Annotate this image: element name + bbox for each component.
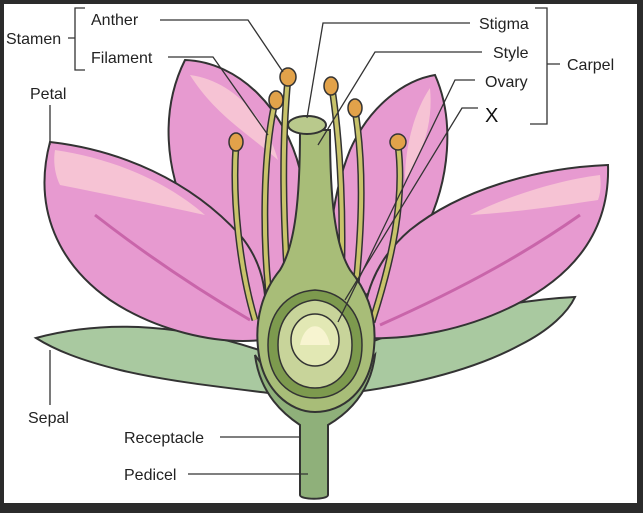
sepals [33, 295, 577, 397]
label-filament: Filament [91, 50, 153, 67]
label-style: Style [493, 45, 529, 62]
x-line [344, 107, 478, 301]
label-x: X [485, 105, 498, 127]
petal-back-left-highlight [190, 75, 278, 160]
petal-back-right-highlight [405, 88, 431, 180]
leader-lines [49, 7, 560, 475]
petal-right-shade [379, 213, 581, 327]
label-ovary: Ovary [485, 74, 528, 91]
style-line [317, 51, 482, 146]
label-stigma: Stigma [479, 16, 529, 33]
anther-3 [279, 67, 297, 87]
stamen-bracket [68, 7, 85, 71]
label-petal: Petal [30, 86, 66, 103]
label-anther: Anther [91, 12, 139, 29]
carpel-bracket [530, 7, 560, 125]
label-sepal: Sepal [28, 410, 69, 427]
stigma-line [306, 22, 470, 119]
petals-front [43, 140, 610, 342]
ovary-line [337, 79, 475, 323]
label-receptacle: Receptacle [124, 430, 204, 447]
stigma [287, 115, 327, 135]
anther-4 [323, 76, 339, 96]
label-carpel: Carpel [567, 57, 614, 74]
petal-left-shade [94, 213, 251, 322]
anther-5 [347, 98, 363, 118]
petal-right-highlight [470, 175, 601, 215]
label-pedicel: Pedicel [124, 467, 176, 484]
anther-1 [228, 132, 244, 152]
anther-line [160, 19, 284, 73]
labels: Stamen Anther Filament Petal Sepal Recep… [6, 12, 614, 484]
petal-left-highlight [54, 150, 205, 215]
anther-2 [268, 90, 284, 110]
anther-6 [389, 133, 407, 151]
label-stamen: Stamen [6, 31, 61, 48]
sepal-left [33, 325, 287, 397]
filament-line [168, 56, 269, 136]
pistil [256, 115, 376, 414]
